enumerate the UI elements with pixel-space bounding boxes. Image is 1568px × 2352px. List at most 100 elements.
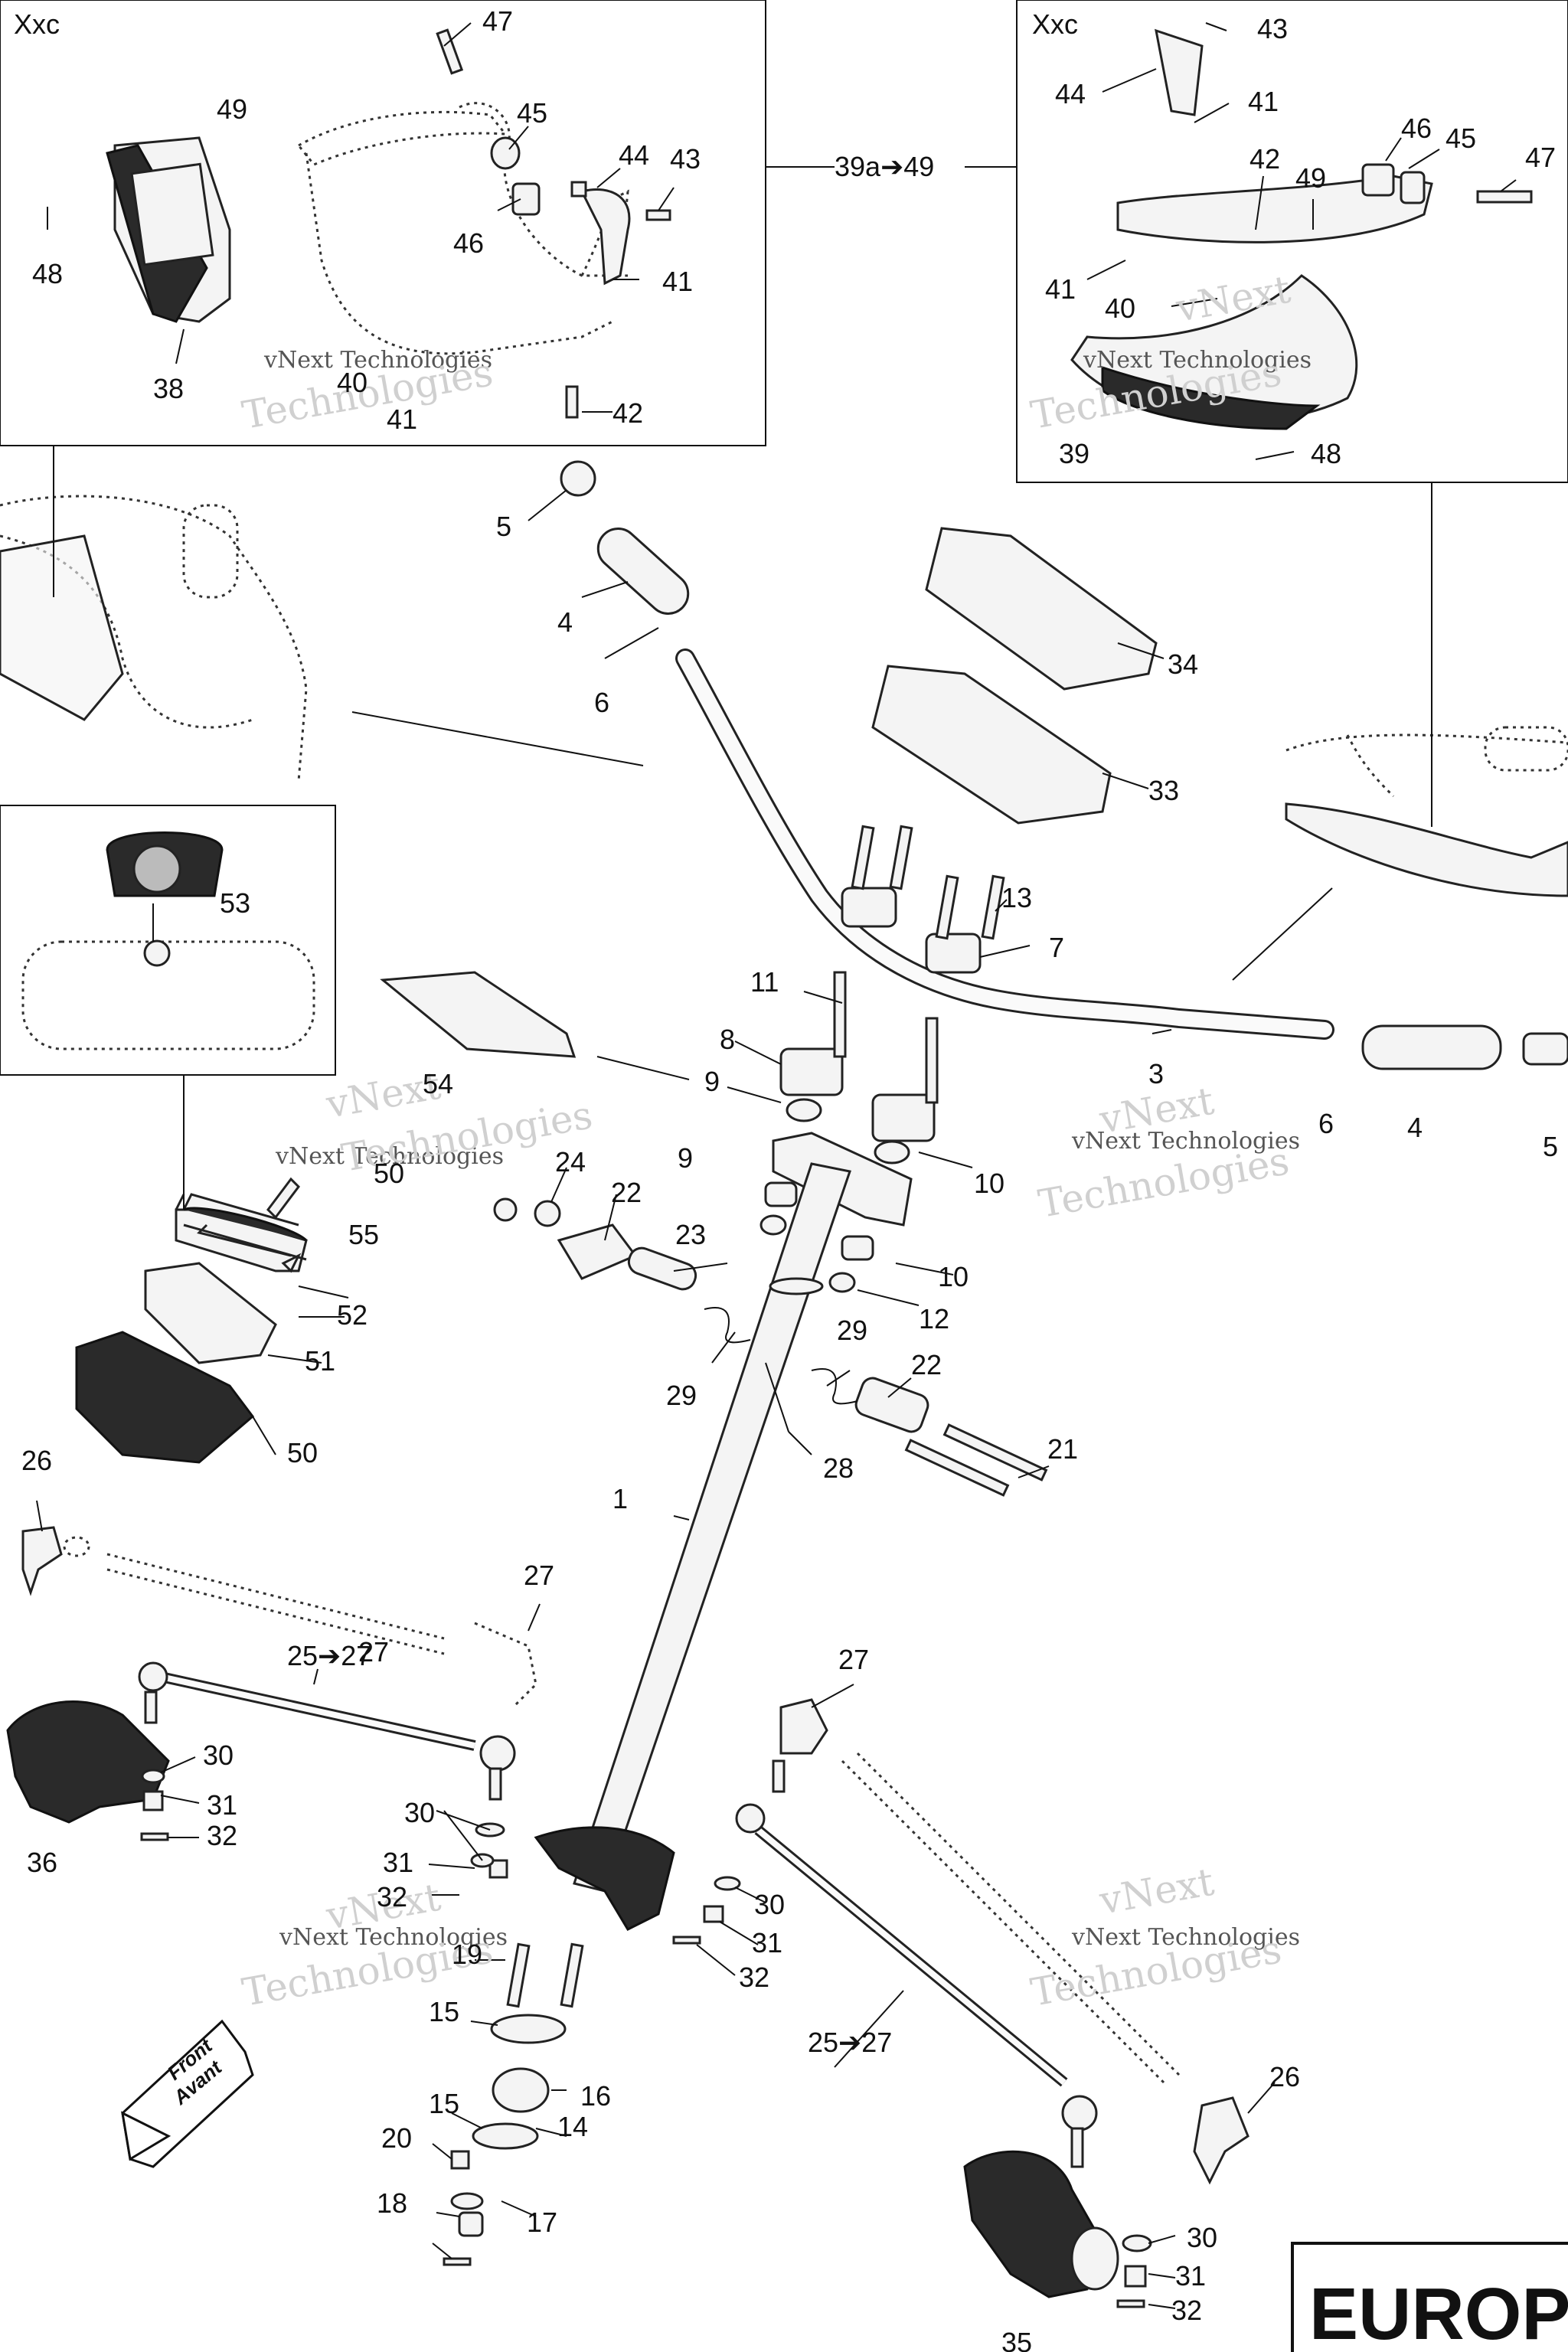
part-label: 31 bbox=[207, 1789, 237, 1821]
part-label: 41 bbox=[662, 266, 693, 297]
ref-range-39a-49: 39a➔49 bbox=[835, 151, 934, 182]
pad-33 bbox=[871, 665, 1112, 825]
europe-box bbox=[1291, 2242, 1568, 2352]
part-label: 6 bbox=[1318, 1108, 1334, 1139]
part-label: 44 bbox=[1055, 78, 1086, 109]
handguard-left-drawing bbox=[106, 28, 671, 419]
svg-text:vNext Technologies: vNext Technologies bbox=[1071, 1128, 1300, 1155]
spindle-36 bbox=[6, 1700, 170, 1824]
part-label: 31 bbox=[752, 1927, 782, 1958]
part-label: 48 bbox=[1311, 438, 1341, 469]
part-label: 23 bbox=[675, 1219, 706, 1250]
part-label: 53 bbox=[220, 887, 250, 919]
column-lower-bracket bbox=[534, 1826, 675, 1931]
part-label: 49 bbox=[1295, 162, 1326, 194]
tierod-right-dotted bbox=[772, 1698, 1250, 2185]
ref-range-25-27-left: 25➔27 bbox=[287, 1640, 371, 1671]
part-label: 46 bbox=[453, 227, 484, 259]
part-label: 29 bbox=[837, 1315, 867, 1346]
leader-lines bbox=[36, 22, 1517, 2309]
part-label: 5 bbox=[1543, 1131, 1558, 1162]
part-label: 36 bbox=[27, 1847, 57, 1878]
gauge-drawing bbox=[21, 831, 315, 1050]
part-label: 42 bbox=[1250, 143, 1280, 175]
part-label: 9 bbox=[704, 1066, 720, 1097]
europe-label: EUROP bbox=[1309, 2273, 1568, 2352]
part-label: 30 bbox=[1187, 2222, 1217, 2253]
part-label: 51 bbox=[305, 1345, 335, 1377]
part-label: 48 bbox=[32, 258, 63, 289]
steering-column bbox=[573, 1162, 851, 1893]
spindle-35 bbox=[963, 2150, 1104, 2298]
part-label: 12 bbox=[919, 1303, 949, 1334]
part-label: 7 bbox=[1049, 932, 1064, 963]
inset-box-right bbox=[1016, 0, 1568, 483]
part-label: 27 bbox=[838, 1644, 869, 1675]
part-label: 3 bbox=[1148, 1058, 1164, 1089]
handguard-right-drawing bbox=[1070, 28, 1533, 430]
part-label: 27 bbox=[358, 1636, 389, 1668]
part-label: 54 bbox=[423, 1068, 453, 1099]
part-label: 45 bbox=[517, 97, 547, 129]
part-label: 32 bbox=[1171, 2295, 1202, 2326]
part-label: 26 bbox=[21, 1445, 52, 1476]
spindle-35-hub bbox=[1070, 2226, 1119, 2291]
part-label: 17 bbox=[527, 2207, 557, 2238]
part-label: 47 bbox=[482, 5, 513, 37]
part-label: 4 bbox=[557, 606, 573, 638]
inset-header-right: Xxc bbox=[1032, 8, 1078, 40]
part-label: 4 bbox=[1407, 1112, 1423, 1143]
part-label: 9 bbox=[678, 1142, 693, 1174]
ref-range-25-27-right: 25➔27 bbox=[808, 2027, 892, 2058]
part-label: 11 bbox=[750, 966, 779, 998]
part-label: 41 bbox=[387, 403, 417, 435]
part-label: 30 bbox=[404, 1797, 435, 1828]
part-label: 27 bbox=[524, 1560, 554, 1591]
gauge-housing-parts bbox=[75, 971, 577, 1464]
handlebar bbox=[675, 648, 1334, 1040]
part-label: 45 bbox=[1446, 122, 1476, 154]
part-label: 15 bbox=[429, 1996, 459, 2027]
part-label: 26 bbox=[1269, 2061, 1300, 2092]
part-label: 40 bbox=[337, 367, 368, 398]
part-label: 21 bbox=[1047, 1433, 1078, 1465]
part-label: 34 bbox=[1168, 648, 1198, 680]
part-label: 24 bbox=[555, 1146, 586, 1178]
part-label: 32 bbox=[377, 1881, 407, 1913]
part-label: 40 bbox=[1105, 292, 1135, 324]
part-label: 30 bbox=[203, 1740, 234, 1771]
part-label: 49 bbox=[217, 93, 247, 125]
part-label: 5 bbox=[496, 511, 511, 542]
svg-text:vNext: vNext bbox=[1096, 1860, 1217, 1923]
part-label: 43 bbox=[1257, 13, 1288, 44]
part-label: 6 bbox=[594, 687, 609, 718]
part-label: 38 bbox=[153, 373, 184, 404]
part-label: 50 bbox=[287, 1437, 318, 1468]
svg-text:vNext Technologies: vNext Technologies bbox=[275, 1143, 504, 1170]
part-label: 33 bbox=[1148, 775, 1179, 806]
part-label: 29 bbox=[666, 1380, 697, 1411]
part-label: 18 bbox=[377, 2187, 407, 2219]
pointer-arrows bbox=[53, 166, 1432, 1210]
part-label: 47 bbox=[1525, 142, 1556, 173]
part-label: 43 bbox=[670, 143, 701, 175]
part-label: 14 bbox=[557, 2111, 588, 2142]
part-label: 22 bbox=[611, 1177, 642, 1208]
part-label: 8 bbox=[720, 1024, 735, 1055]
pad-34 bbox=[925, 527, 1158, 691]
column-bottom-hardware bbox=[140, 1769, 1152, 2308]
handguard-context-left bbox=[0, 495, 308, 782]
part-label: 41 bbox=[1045, 273, 1076, 305]
tierod-right bbox=[735, 1803, 1098, 2168]
inset-box-gauge bbox=[0, 805, 336, 1076]
part-label: 30 bbox=[754, 1889, 785, 1920]
part-label: 19 bbox=[452, 1939, 482, 1970]
grip-right bbox=[1361, 1024, 1502, 1070]
part-label: 10 bbox=[974, 1168, 1004, 1199]
column-ring bbox=[769, 1277, 824, 1295]
part-label: 28 bbox=[823, 1452, 854, 1484]
part-label: 16 bbox=[580, 2080, 611, 2112]
part-label: 31 bbox=[1175, 2260, 1206, 2292]
part-label: 41 bbox=[1248, 86, 1279, 117]
